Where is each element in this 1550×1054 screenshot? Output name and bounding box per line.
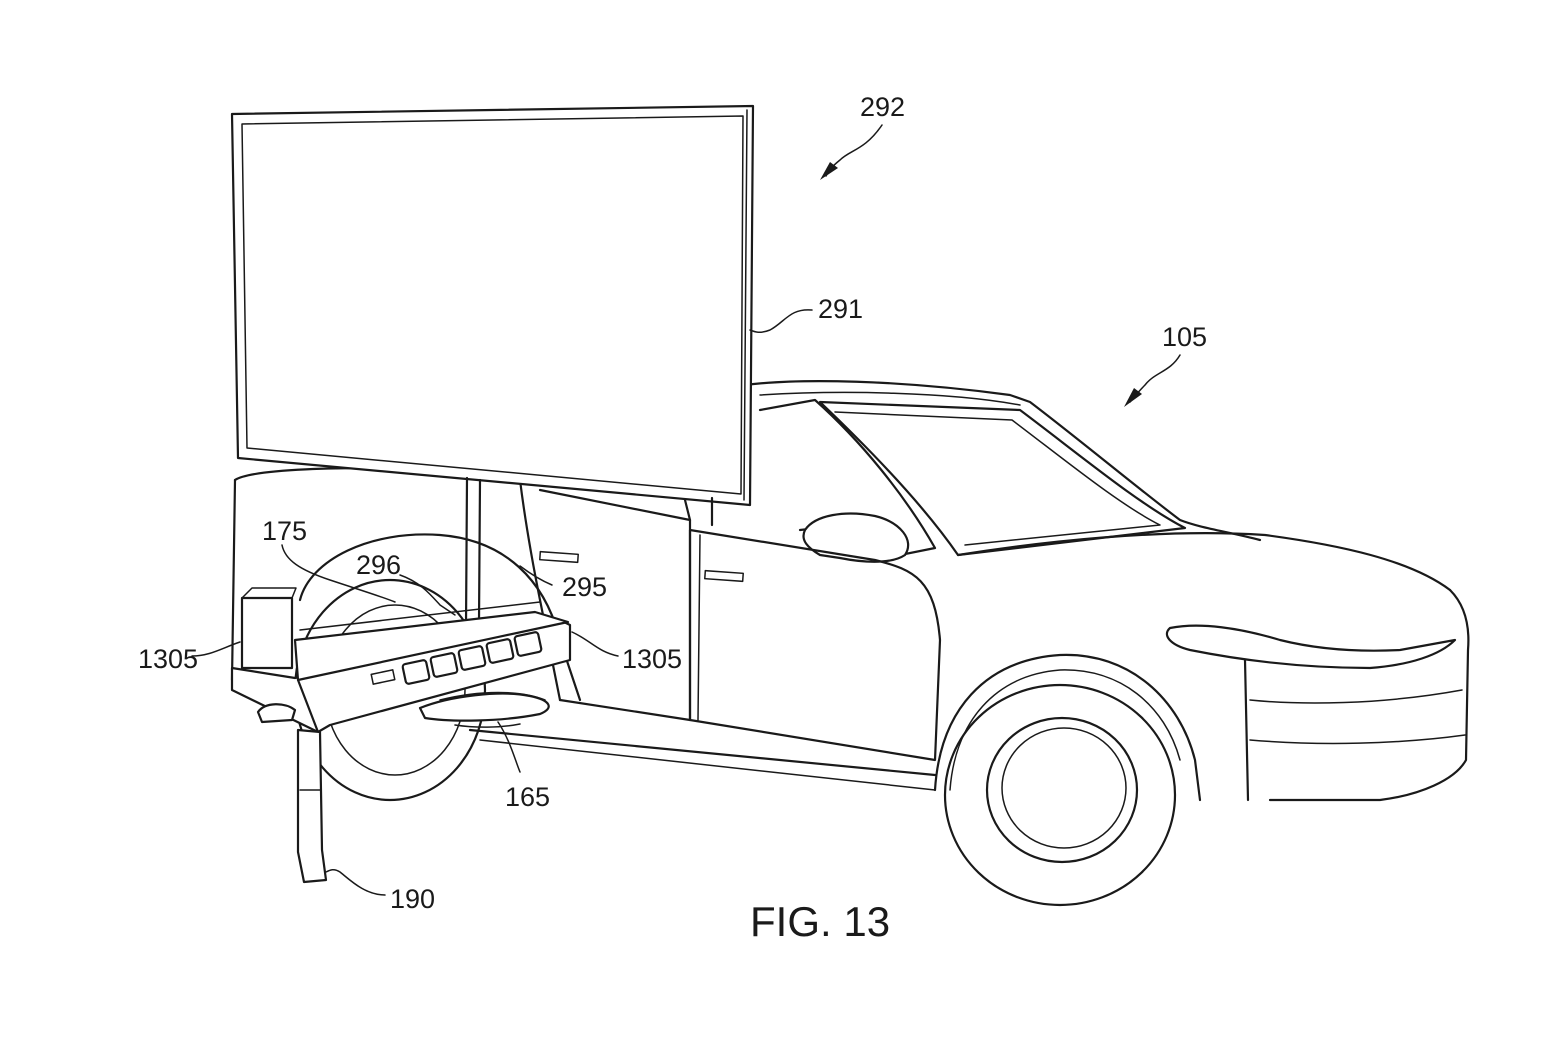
reference-numerals: 292 291 105 175 296 295 1305 1305 165 19… xyxy=(138,92,1207,945)
vehicle-105 xyxy=(230,380,1470,907)
label-291: 291 xyxy=(818,294,863,324)
tray-indicator xyxy=(370,669,396,685)
figure-caption: FIG. 13 xyxy=(750,898,890,945)
vehicle-rocker-inner xyxy=(479,739,936,791)
leader-lines xyxy=(191,124,1181,896)
tray-button-4 xyxy=(485,638,515,664)
vehicle-hood xyxy=(956,532,1452,592)
display-mast-2 xyxy=(477,478,482,624)
label-165: 165 xyxy=(505,782,550,812)
stand-leg-190 xyxy=(296,728,328,884)
tray-rear-handle xyxy=(256,703,297,724)
vehicle-front-rim xyxy=(985,716,1139,864)
leader-165 xyxy=(497,721,521,773)
tray-button-2 xyxy=(429,652,459,678)
tray-top-edge xyxy=(299,601,541,631)
arrow-292 xyxy=(820,162,838,180)
tray-top-surface xyxy=(293,610,570,682)
label-1305-left: 1305 xyxy=(138,644,198,674)
vehicle-windshield xyxy=(818,400,1187,557)
vehicle-rear-door xyxy=(538,488,692,722)
vehicle-front-face xyxy=(1268,588,1470,802)
vehicle-rocker xyxy=(468,728,937,777)
display-screen-edge xyxy=(743,109,748,501)
vehicle-headlight xyxy=(1165,624,1457,670)
display-mast xyxy=(464,476,469,627)
display-screen-inner-border xyxy=(241,115,744,495)
leader-1305-left xyxy=(191,641,241,657)
vehicle-bumper-line xyxy=(1249,689,1463,704)
vehicle-bumper-line-2 xyxy=(1249,734,1466,745)
leader-296 xyxy=(399,574,456,616)
vehicle-b-pillar xyxy=(683,498,692,522)
vehicle-rear-pillar xyxy=(518,478,562,702)
leader-1305-right xyxy=(571,631,619,657)
vehicle-front-wheel-arch-inner xyxy=(949,669,1181,791)
vehicle-front-door-handle xyxy=(704,569,744,583)
vehicle-door-seam xyxy=(697,534,701,721)
display-screen-frame xyxy=(230,104,755,507)
tray-button-3 xyxy=(457,645,487,671)
vehicle-front-door xyxy=(688,528,942,762)
leader-291 xyxy=(749,309,813,334)
label-190: 190 xyxy=(390,884,435,914)
vehicle-rear-door-handle xyxy=(539,550,579,564)
label-1305-right: 1305 xyxy=(622,644,682,674)
vehicle-front-side-panel xyxy=(1243,658,1250,802)
tray-left-enclosure-1305 xyxy=(240,596,294,670)
leader-295 xyxy=(519,565,553,586)
tray-button-5 xyxy=(513,631,543,657)
vehicle-rear-wheel-arch xyxy=(298,533,582,702)
label-105: 105 xyxy=(1162,322,1207,352)
tray-underside-lines xyxy=(439,691,546,728)
vehicle-roof-rack xyxy=(759,391,1021,406)
deployed-tray-assembly xyxy=(230,587,572,884)
label-292: 292 xyxy=(860,92,905,122)
label-295: 295 xyxy=(562,572,607,602)
vehicle-front-wheel-arch xyxy=(933,653,1202,802)
label-175: 175 xyxy=(262,516,307,546)
tray-front-face xyxy=(296,678,320,734)
vehicle-side-mirror xyxy=(802,512,910,563)
arrow-105 xyxy=(1124,388,1142,407)
leader-175 xyxy=(281,544,396,603)
vehicle-front-rim-inner xyxy=(1001,727,1127,849)
tray-button-1 xyxy=(401,659,431,685)
leader-190 xyxy=(325,868,386,896)
tray-underside-platform-165 xyxy=(418,692,550,722)
display-screen-291 xyxy=(230,104,755,627)
vehicle-roofline xyxy=(743,380,1262,542)
vehicle-front-tire xyxy=(943,683,1177,907)
tray-left-enclosure-side xyxy=(241,587,297,599)
vehicle-rear-corner xyxy=(230,478,237,682)
label-296: 296 xyxy=(356,550,401,580)
vehicle-windshield-inner xyxy=(834,411,1161,546)
